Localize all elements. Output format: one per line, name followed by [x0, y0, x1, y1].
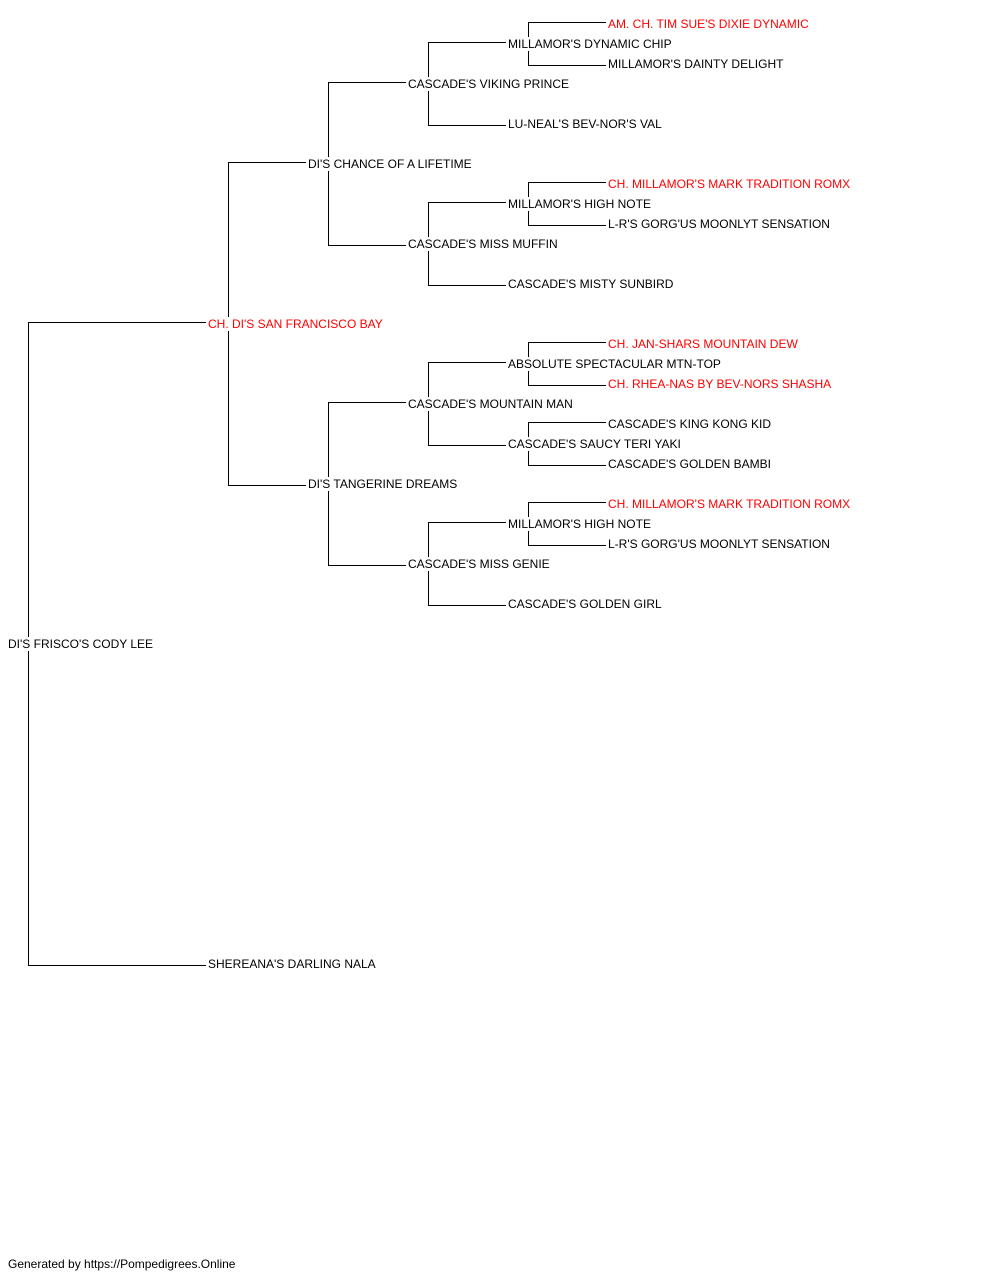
ancestor-name: ABSOLUTE SPECTACULAR MTN-TOP — [508, 357, 723, 371]
ancestor-name: MILLAMOR'S DAINTY DELIGHT — [608, 57, 786, 71]
ancestor-name: L-R'S GORG'US MOONLYT SENSATION — [608, 537, 832, 551]
ancestor-name: CASCADE'S SAUCY TERI YAKI — [508, 437, 683, 451]
ancestor-name: CASCADE'S MISS MUFFIN — [408, 237, 560, 251]
ancestor-name: CASCADE'S MISTY SUNBIRD — [508, 277, 676, 291]
ancestor-name: LU-NEAL'S BEV-NOR'S VAL — [508, 117, 664, 131]
ancestor-name: CH. JAN-SHARS MOUNTAIN DEW — [608, 337, 800, 351]
ancestor-name: CASCADE'S GOLDEN GIRL — [508, 597, 664, 611]
ancestor-name: CH. RHEA-NAS BY BEV-NORS SHASHA — [608, 377, 834, 391]
paternal-granddam-name: DI'S TANGERINE DREAMS — [308, 477, 460, 491]
paternal-grandsire-name: DI'S CHANCE OF A LIFETIME — [308, 157, 474, 171]
ancestor-name: CH. MILLAMOR'S MARK TRADITION ROMX — [608, 497, 853, 511]
ancestor-name: AM. CH. TIM SUE'S DIXIE DYNAMIC — [608, 17, 811, 31]
ancestor-name: CASCADE'S KING KONG KID — [608, 417, 773, 431]
ancestor-name: L-R'S GORG'US MOONLYT SENSATION — [608, 217, 832, 231]
dam-name: SHEREANA'S DARLING NALA — [208, 957, 378, 971]
ancestor-name: CASCADE'S MOUNTAIN MAN — [408, 397, 575, 411]
ancestor-name: CASCADE'S GOLDEN BAMBI — [608, 457, 773, 471]
ancestor-name: MILLAMOR'S HIGH NOTE — [508, 517, 653, 531]
ancestor-name: CASCADE'S MISS GENIE — [408, 557, 552, 571]
ancestor-name: MILLAMOR'S HIGH NOTE — [508, 197, 653, 211]
subject-dog-name: DI'S FRISCO'S CODY LEE — [8, 637, 156, 651]
ancestor-name: CH. MILLAMOR'S MARK TRADITION ROMX — [608, 177, 853, 191]
ancestor-name: CASCADE'S VIKING PRINCE — [408, 77, 571, 91]
sire-name: CH. DI'S SAN FRANCISCO BAY — [208, 317, 385, 331]
generator-credit: Generated by https://Pompedigrees.Online — [8, 1257, 236, 1271]
ancestor-name: MILLAMOR'S DYNAMIC CHIP — [508, 37, 674, 51]
